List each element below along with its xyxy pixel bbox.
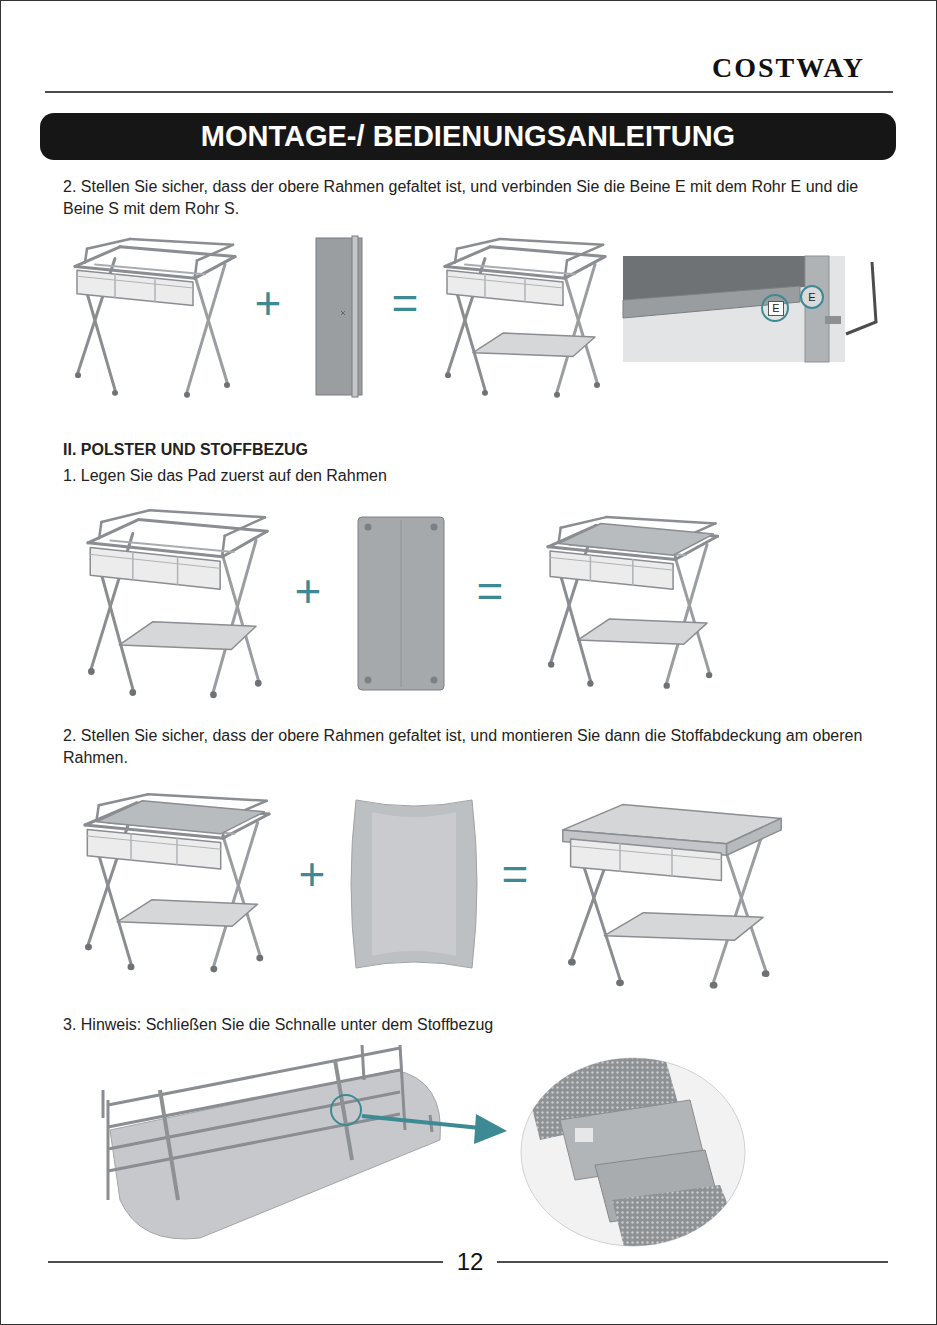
label-patch (443, 1248, 497, 1276)
changing-table-drawing (88, 510, 267, 698)
step-text: 2. Stellen Sie sicher, dass der obere Ra… (63, 176, 885, 220)
part-letter: E (768, 301, 784, 316)
brand-logo: COSTWAY (712, 52, 902, 84)
section-heading: II. POLSTER UND STOFFBEZUG (63, 440, 663, 460)
pad-drawing (358, 517, 444, 690)
part-letter: E (806, 290, 818, 304)
page-number: 12 (443, 1248, 497, 1276)
detail-photo (623, 256, 876, 362)
footer-rule (497, 1261, 888, 1263)
changing-table-drawing (548, 517, 718, 689)
zoom-arrowhead (474, 1114, 507, 1144)
header-rule (45, 91, 893, 93)
equals-sign: = (472, 568, 508, 614)
equals-sign: = (387, 280, 423, 326)
changing-table-drawing (75, 239, 235, 398)
fabric-cover-drawing (351, 800, 477, 968)
underside-drawing (103, 1045, 440, 1239)
footer-rule (48, 1261, 443, 1263)
equals-sign: = (497, 851, 533, 897)
fabric-roll-drawing (316, 236, 362, 397)
changing-table-drawing (445, 239, 605, 398)
step-text: 1. Legen Sie das Pad zuerst auf den Rahm… (63, 465, 885, 487)
changing-table-drawing (85, 794, 269, 972)
step-text: 3. Hinweis: Schließen Sie die Schnalle u… (63, 1014, 885, 1036)
zoom-arrow (362, 1116, 480, 1128)
step-text: 2. Stellen Sie sicher, dass der obere Ra… (63, 725, 885, 769)
buckle-zoom-drawing (520, 1040, 750, 1270)
title-banner (40, 113, 896, 160)
changing-table-drawing (563, 805, 781, 989)
plus-sign: + (294, 851, 330, 897)
page-title: MONTAGE-/ BEDIENUNGSANLEITUNG (40, 118, 896, 155)
plus-sign: + (290, 568, 326, 614)
plus-sign: + (250, 280, 286, 326)
